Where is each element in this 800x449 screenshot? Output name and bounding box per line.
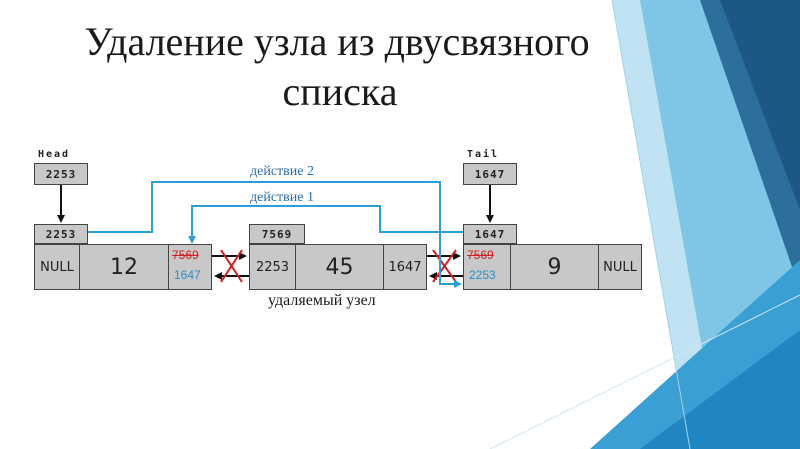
action-2-arrow — [88, 181, 462, 288]
page-title-line-2: списка — [282, 69, 398, 114]
node3-prev-field — [463, 244, 511, 290]
node3-address: 1647 — [463, 224, 517, 244]
node3-value-field: 9 — [510, 244, 599, 290]
node3-next-field: NULL — [598, 244, 642, 290]
bg-shape-bottom-dark — [640, 330, 800, 449]
deleted-node-caption: удаляемый узел — [268, 292, 376, 309]
action-1-label: действие 1 — [250, 190, 314, 205]
node1-address: 2253 — [34, 224, 88, 244]
tail-pointer-box: 1647 — [463, 163, 517, 185]
action-1-arrow — [188, 205, 463, 244]
node3-prev-old: 7569 — [467, 248, 494, 262]
node2-address: 7569 — [249, 224, 305, 244]
node1-next-new: 1647 — [174, 268, 201, 282]
node2-value-field: 45 — [295, 244, 384, 290]
cross-1b — [220, 249, 243, 283]
action-2-label: действие 2 — [250, 164, 314, 179]
cross-2b — [432, 249, 457, 283]
tail-label: Tail — [467, 149, 500, 160]
node2-prev-field: 2253 — [249, 244, 296, 290]
page-title-line-1: Удаление узла из двусвязного — [84, 19, 590, 64]
node1-next-old: 7569 — [172, 248, 199, 262]
bg-line-2 — [489, 294, 800, 449]
node3-prev-new: 2253 — [469, 268, 496, 282]
node1-value-field: 12 — [79, 244, 169, 290]
head-pointer-box: 2253 — [34, 163, 88, 185]
bg-line — [611, 0, 691, 449]
node2-next-field: 1647 — [383, 244, 427, 290]
node1-next-field — [168, 244, 212, 290]
node1-prev-field: NULL — [34, 244, 80, 290]
bg-shape-darker — [720, 0, 800, 210]
head-label: Head — [38, 149, 71, 160]
